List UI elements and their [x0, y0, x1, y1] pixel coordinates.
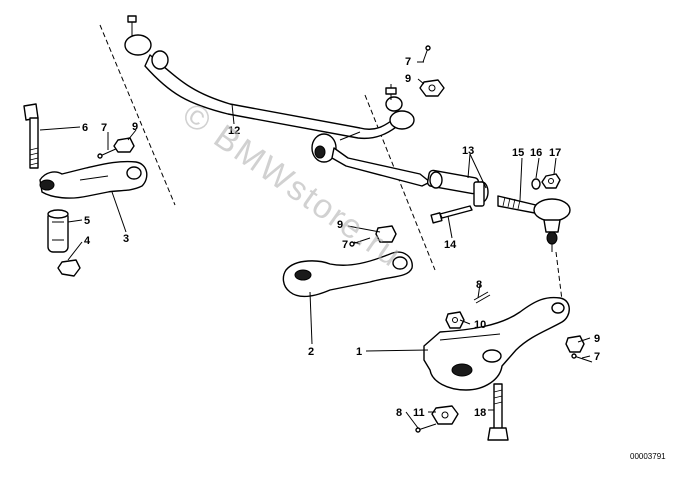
bolt-18 [487, 383, 509, 441]
idler-arm-left [39, 160, 148, 199]
callout-8-upper: 8 [476, 279, 482, 291]
callout-11: 11 [413, 407, 425, 419]
callout-15: 15 [512, 147, 524, 159]
callout-1: 1 [356, 346, 362, 358]
castle-nut-middle [375, 225, 397, 243]
callout-13: 13 [462, 145, 474, 157]
steering-knuckle-arm [423, 296, 570, 391]
cotter-pin-right [571, 353, 593, 363]
bushing [47, 209, 69, 253]
nut-4 [57, 259, 81, 277]
diagram-reference-number: 00003791 [630, 452, 666, 461]
nut-11 [431, 405, 459, 425]
clamp-bolt [430, 205, 473, 224]
bolt-8-upper [473, 291, 491, 304]
callout-9-right: 9 [594, 333, 600, 345]
callout-labels: 1 2 3 4 5 6 7 9 12 7 9 13 15 16 17 14 9 … [82, 56, 600, 419]
tie-rod [311, 131, 431, 187]
cotter-pin-middle [349, 237, 371, 247]
callout-9-middle: 9 [337, 219, 343, 231]
callout-16: 16 [530, 147, 542, 159]
callout-14: 14 [444, 239, 457, 251]
callout-7-right: 7 [594, 351, 600, 363]
callout-9-left: 9 [132, 121, 138, 133]
callout-10: 10 [474, 319, 486, 331]
long-bolt [23, 103, 39, 169]
castle-nut-right [565, 335, 585, 353]
cotter-pin-top [422, 45, 431, 63]
cotter-pin-lower [415, 423, 437, 433]
callout-9-top: 9 [405, 73, 411, 85]
castle-nut-left [113, 137, 135, 153]
callout-7-top: 7 [405, 56, 411, 68]
center-drag-link [124, 15, 415, 140]
callout-5: 5 [84, 215, 90, 227]
callout-8-lower: 8 [396, 407, 402, 419]
cotter-pin-left [97, 147, 119, 159]
callout-17: 17 [549, 147, 561, 159]
callout-6: 6 [82, 122, 88, 134]
section-boundaries [99, 24, 436, 271]
callout-2: 2 [308, 346, 314, 358]
washer-16 [531, 178, 541, 190]
pitman-arm [282, 251, 413, 298]
adjusting-sleeve-clamp [426, 169, 489, 207]
callout-7-left: 7 [101, 122, 107, 134]
callout-18: 18 [474, 407, 486, 419]
nut-10 [445, 311, 465, 329]
castle-nut-top [419, 79, 445, 97]
callout-4: 4 [84, 235, 91, 247]
tie-rod-end [497, 195, 571, 301]
callout-3: 3 [123, 233, 129, 245]
nut-17 [541, 173, 561, 189]
leader-lines [39, 61, 591, 429]
callout-12: 12 [228, 125, 240, 137]
callout-7-middle: 7 [342, 239, 348, 251]
